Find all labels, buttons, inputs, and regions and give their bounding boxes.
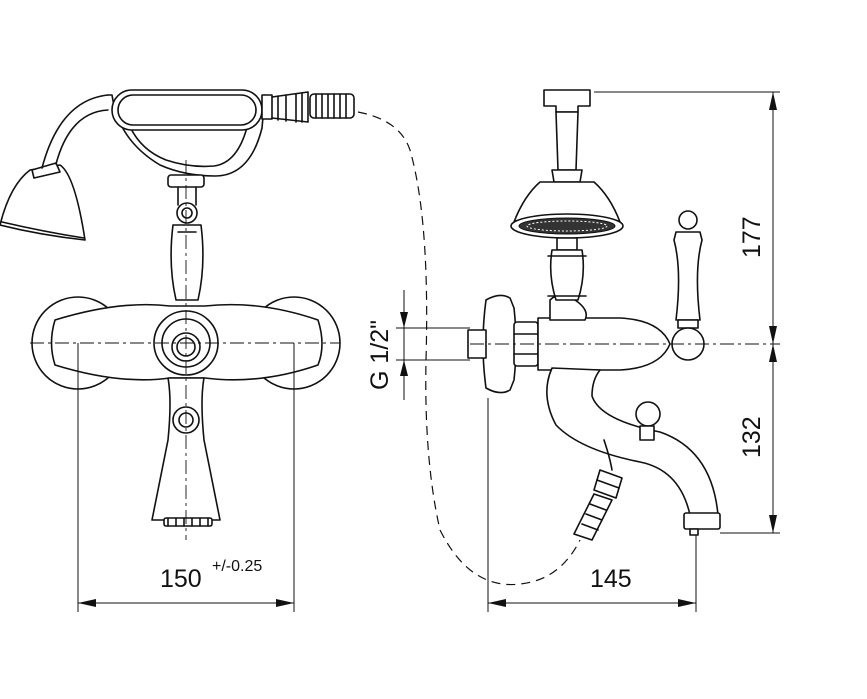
mixer-body-front: [50, 303, 323, 381]
shower-rose-side: [510, 181, 624, 251]
front-view: 150 +/-0.25: [0, 89, 355, 612]
shower-neck-arc: [41, 94, 109, 169]
height-upper-label: 177: [738, 216, 766, 258]
riser-side: [543, 89, 591, 183]
height-lower-label: 132: [738, 416, 766, 458]
height-dimensions: 177 132: [594, 91, 780, 534]
handset-cradle: [107, 89, 309, 177]
hose-coil-front: [309, 93, 355, 119]
width-dimension-label: 150: [160, 565, 202, 593]
thread-label: G 1/2": [366, 320, 394, 390]
hose-dashed-path: [357, 111, 581, 586]
side-view: G 1/2": [366, 89, 780, 612]
width-dimension: 150 +/-0.25: [77, 343, 295, 612]
hand-shower-head-front: [0, 162, 86, 241]
spout-side: [546, 367, 721, 541]
width-tolerance-label: +/-0.25: [212, 558, 262, 575]
depth-dimension-label: 145: [590, 565, 632, 593]
tap-handle-side: [671, 210, 705, 361]
depth-dimension: 145: [487, 398, 697, 612]
thread-dimension: G 1/2": [366, 290, 470, 400]
